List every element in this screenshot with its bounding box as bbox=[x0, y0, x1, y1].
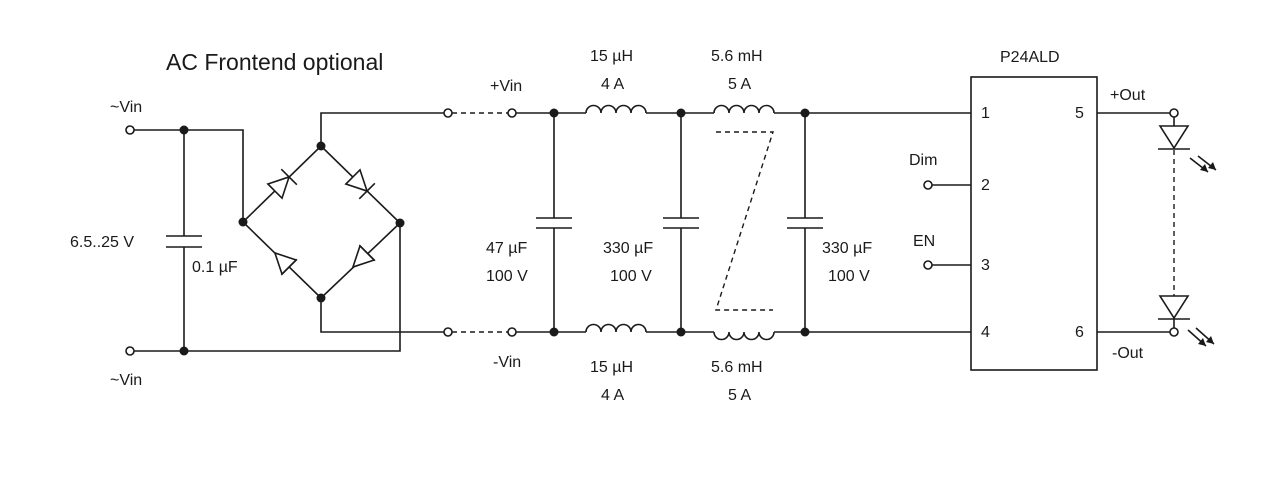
inductor-l2-bottom bbox=[713, 331, 775, 341]
diode-d2-icon bbox=[344, 168, 376, 200]
coupled-inductor-link bbox=[715, 131, 774, 311]
filter-stage bbox=[516, 104, 971, 341]
inductor-l2-top bbox=[713, 104, 775, 114]
led-output: +Out -Out bbox=[1097, 87, 1217, 362]
capacitor-c3 bbox=[787, 113, 823, 332]
c1-voltage: 100 V bbox=[486, 268, 528, 285]
ac-wire-top bbox=[134, 129, 244, 222]
l1-top-value: 15 µH bbox=[590, 48, 633, 65]
diode-d3-icon bbox=[273, 251, 298, 276]
module-box bbox=[970, 76, 1098, 371]
c3-voltage: 100 V bbox=[828, 268, 870, 285]
pin-5: 5 bbox=[1075, 105, 1084, 122]
input-voltage-label: 6.5..25 V bbox=[70, 234, 134, 251]
c2-voltage: 100 V bbox=[610, 268, 652, 285]
dim-terminal bbox=[923, 180, 933, 190]
inductor-l1-top bbox=[585, 104, 647, 114]
en-terminal bbox=[923, 260, 933, 270]
diode-d4-icon bbox=[351, 244, 376, 269]
capacitor-c2 bbox=[663, 113, 699, 332]
bridge-out-minus bbox=[320, 298, 444, 333]
c3-value: 330 µF bbox=[822, 240, 872, 257]
ac-input: ~Vin ~Vin 6.5..25 V 0.1 µF bbox=[70, 99, 401, 389]
plus-out-label: +Out bbox=[1110, 87, 1146, 104]
ac-wire-bottom bbox=[134, 223, 401, 352]
l2-bottom-value: 5.6 mH bbox=[711, 359, 763, 376]
ac-frontend-title: AC Frontend optional bbox=[166, 49, 383, 75]
bridge-out-plus bbox=[320, 112, 444, 146]
input-cap-label: 0.1 µF bbox=[192, 259, 238, 276]
minus-vin-terminal bbox=[507, 327, 517, 337]
led-1-icon bbox=[1158, 117, 1217, 173]
minus-vin-label: -Vin bbox=[493, 354, 521, 371]
c1-value: 47 µF bbox=[486, 240, 527, 257]
capacitor-c1 bbox=[536, 113, 572, 332]
l2-bottom-current: 5 A bbox=[728, 387, 751, 404]
minus-out-terminal bbox=[1169, 327, 1179, 337]
inductor-l1-bottom bbox=[585, 323, 647, 333]
plus-vin-label: +Vin bbox=[490, 78, 522, 95]
ac-input-terminal-bottom bbox=[125, 346, 135, 356]
led-2-icon bbox=[1158, 295, 1215, 347]
input-capacitor bbox=[166, 130, 202, 351]
pin-6: 6 bbox=[1075, 324, 1084, 341]
ac-input-terminal-top bbox=[125, 125, 135, 135]
l1-bottom-current: 4 A bbox=[601, 387, 624, 404]
diode-d1-icon bbox=[266, 168, 298, 200]
dim-label: Dim bbox=[909, 152, 937, 169]
module-name: P24ALD bbox=[1000, 49, 1060, 66]
ac-vin-top-label: ~Vin bbox=[110, 99, 142, 116]
pin-4: 4 bbox=[981, 324, 990, 341]
l1-top-current: 4 A bbox=[601, 76, 624, 93]
l2-top-value: 5.6 mH bbox=[711, 48, 763, 65]
plus-vin-terminal bbox=[507, 108, 517, 118]
bridge-outline bbox=[241, 144, 402, 300]
bridge-rectifier bbox=[238, 108, 517, 337]
l2-top-current: 5 A bbox=[728, 76, 751, 93]
optional-link bbox=[452, 112, 508, 333]
p24ald-module: P24ALD 1 2 3 4 5 6 Dim EN bbox=[909, 49, 1098, 371]
pin-1: 1 bbox=[981, 105, 990, 122]
en-label: EN bbox=[913, 233, 935, 250]
l1-bottom-value: 15 µH bbox=[590, 359, 633, 376]
ac-vin-bottom-label: ~Vin bbox=[110, 372, 142, 389]
pin-3: 3 bbox=[981, 257, 990, 274]
c2-value: 330 µF bbox=[603, 240, 653, 257]
plus-out-terminal bbox=[1169, 108, 1179, 118]
minus-out-label: -Out bbox=[1112, 345, 1144, 362]
pin-2: 2 bbox=[981, 177, 990, 194]
